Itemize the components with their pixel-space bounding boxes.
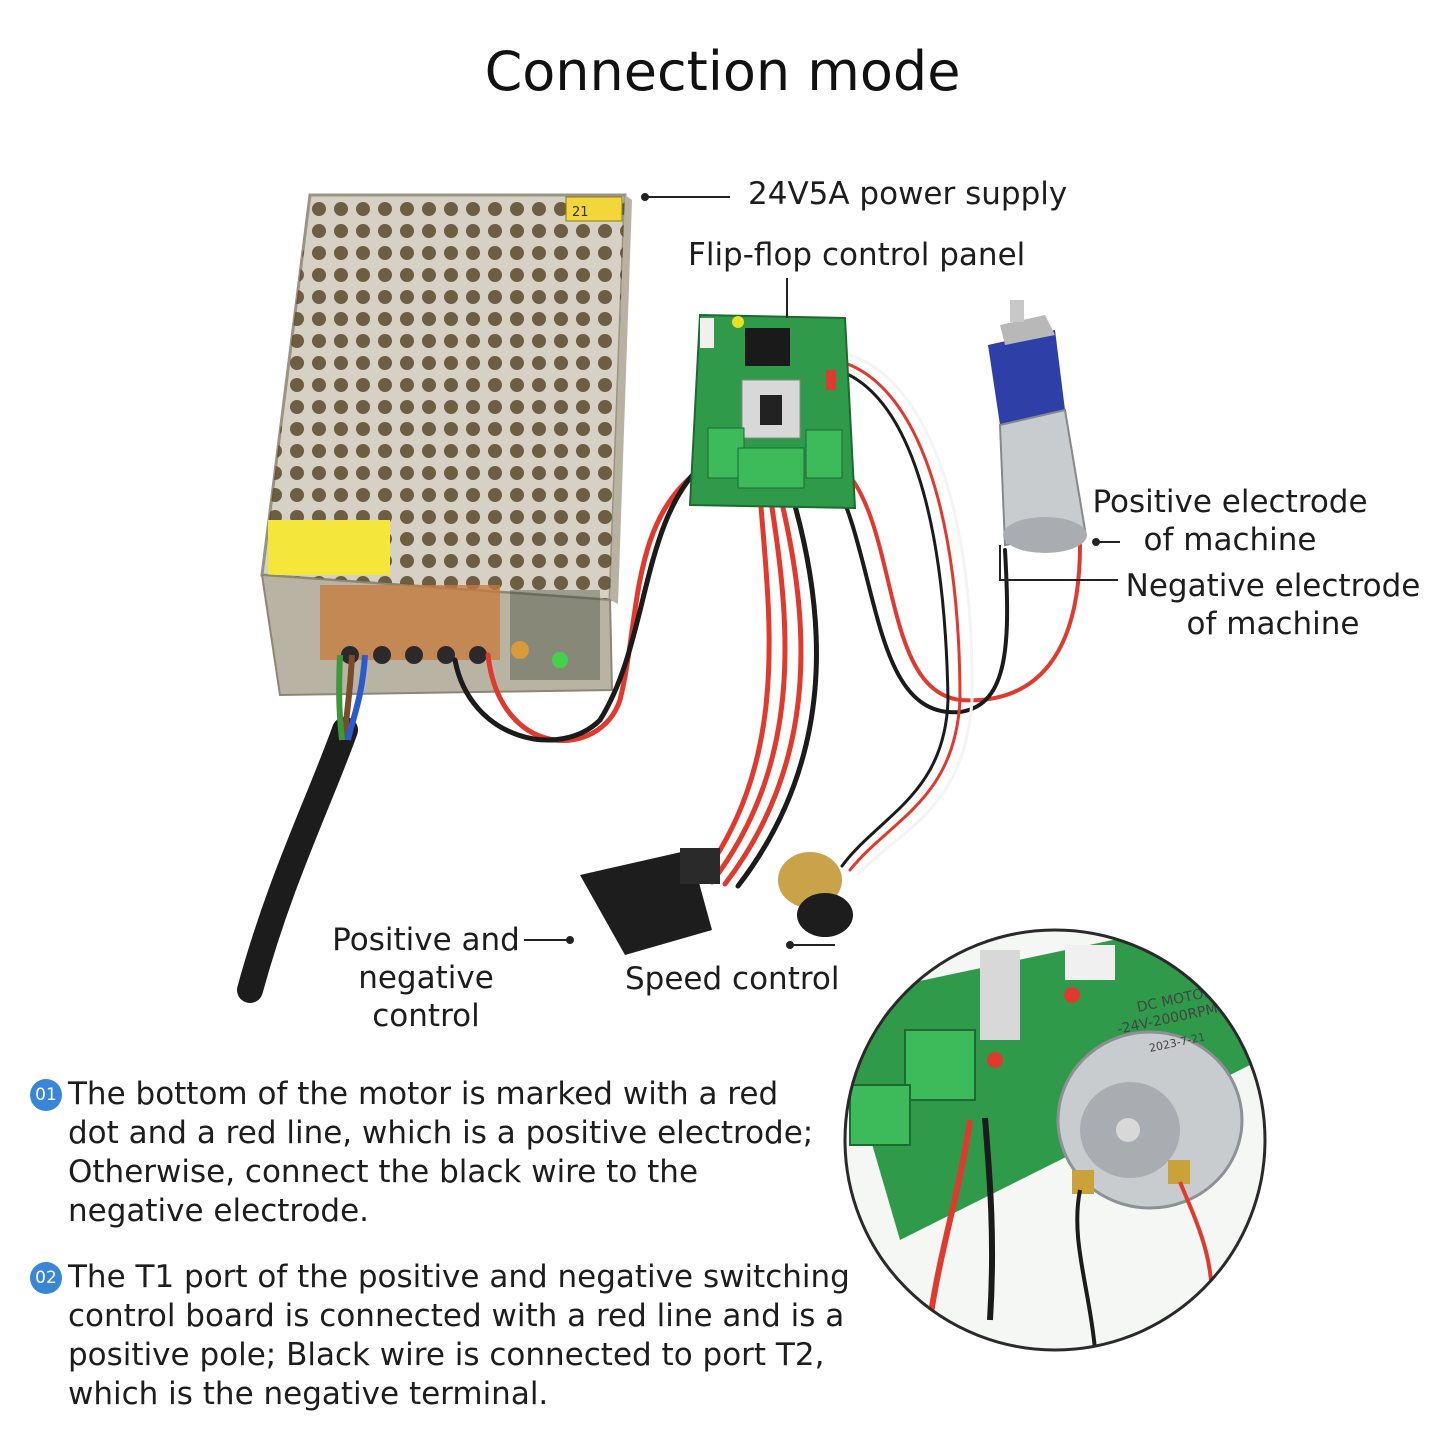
label-negative-electrode-line-1: Negative electrode [1125, 568, 1421, 604]
note-2-line-3: positive pole; Black wire is connected t… [68, 1337, 825, 1373]
label-negative-electrode: Negative electrode of machine [1124, 567, 1422, 643]
note-2-text: The T1 port of the positive and negative… [68, 1258, 850, 1414]
label-pos-neg-control-line-3: control [372, 998, 480, 1034]
power-supply: 21 [260, 193, 632, 697]
power-led [552, 652, 568, 668]
note-1-line-2: dot and a red line, which is a positive … [68, 1115, 814, 1151]
label-pos-neg-control-line-1: Positive and [332, 922, 520, 958]
label-pos-neg-control: Positive and negative control [320, 921, 532, 1035]
note-2-line-2: control board is connected with a red li… [68, 1298, 845, 1334]
label-positive-electrode-line-1: Positive electrode [1092, 484, 1368, 520]
terminal-block-right [805, 429, 843, 479]
yellow-sticker [268, 520, 390, 575]
psu-badge [565, 196, 623, 222]
potentiometer [778, 852, 853, 937]
detail-inset: DC MOTOR -24V-2000RPM 2023-7-21 [843, 928, 1267, 1352]
label-negative-electrode-line-2: of machine [1186, 606, 1360, 642]
note-2-line-4: which is the negative terminal. [68, 1376, 549, 1412]
note-2-line-1: The T1 port of the positive and negative… [68, 1259, 850, 1295]
note-1-line-4: negative electrode. [68, 1193, 370, 1229]
ic-chip [745, 328, 790, 366]
terminal-block-center [737, 447, 805, 489]
note-1-text: The bottom of the motor is marked with a… [68, 1075, 813, 1231]
note-1-line-3: Otherwise, connect the black wire to the [68, 1154, 699, 1190]
label-control-panel: Flip-flop control panel [688, 237, 1026, 273]
label-speed-control: Speed control [625, 961, 840, 997]
dc-motor [988, 300, 1087, 553]
label-positive-electrode-line-2: of machine [1143, 522, 1317, 558]
rocker-switch [580, 848, 720, 955]
mains-cable [237, 654, 368, 1003]
wires [452, 350, 1082, 889]
leader-lines [524, 193, 1120, 949]
page-title: Connection mode [484, 40, 961, 103]
note-badge-1: 01 [30, 1079, 62, 1111]
label-positive-electrode: Positive electrode of machine [1090, 483, 1370, 559]
control-board [688, 313, 857, 510]
note-badge-2: 02 [30, 1262, 62, 1294]
psu-badge-text: 21 [572, 205, 589, 220]
label-pos-neg-control-line-2: negative [358, 960, 494, 996]
note-1-line-1: The bottom of the motor is marked with a… [68, 1076, 779, 1112]
label-power-supply: 24V5A power supply [748, 176, 1068, 212]
